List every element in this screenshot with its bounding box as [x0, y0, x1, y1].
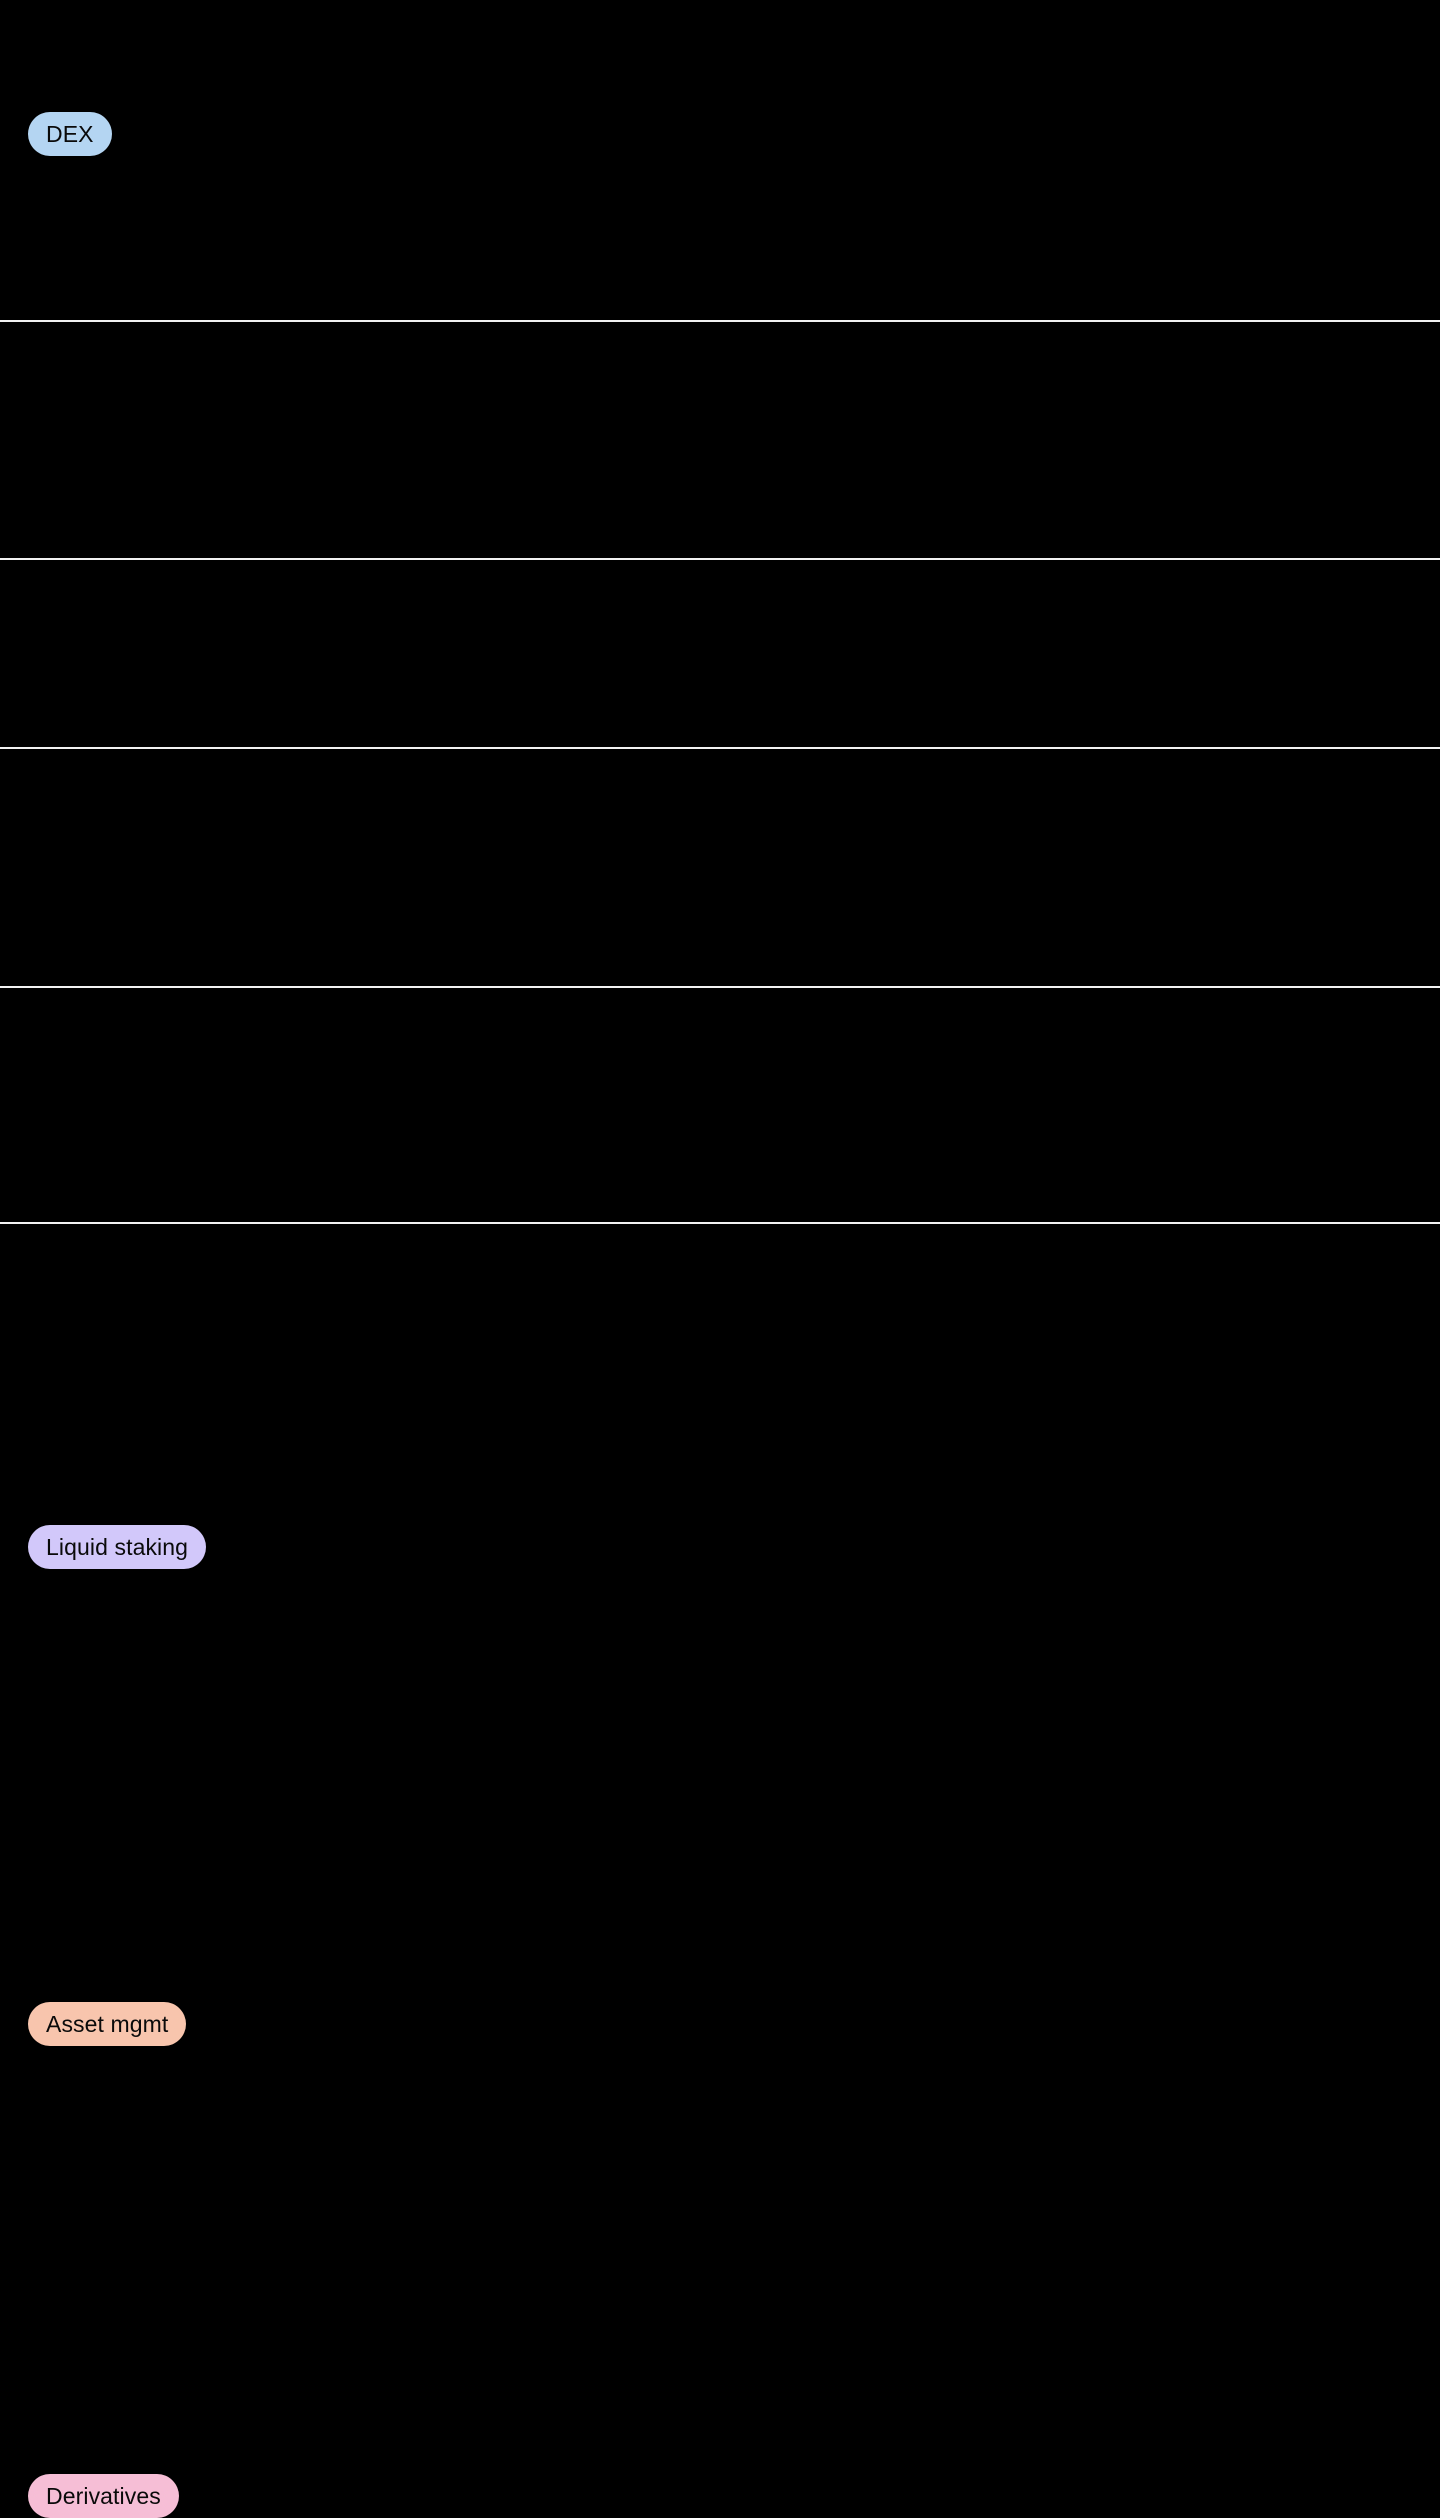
category-badge-derivatives[interactable]: Derivatives	[28, 2474, 179, 2518]
section-divider-4	[0, 986, 1440, 988]
section-divider-1	[0, 320, 1440, 322]
section-lending: Lending	[0, 322, 1440, 714]
section-liquid-staking: Liquid staking	[0, 749, 1440, 1569]
category-badge-asset-mgmt[interactable]: Asset mgmt	[28, 2002, 187, 2046]
section-asset-mgmt: Asset mgmt	[0, 988, 1440, 2046]
section-derivatives: Derivatives	[0, 1224, 1440, 2518]
section-dex: DEX	[0, 0, 1440, 320]
section-borrowing: Borrowing	[0, 560, 1440, 1190]
section-divider-2	[0, 558, 1440, 560]
section-divider-3	[0, 747, 1440, 749]
section-divider-5	[0, 1222, 1440, 1224]
category-badge-dex[interactable]: DEX	[28, 112, 112, 156]
category-badge-liquid-staking[interactable]: Liquid staking	[28, 1525, 207, 1569]
